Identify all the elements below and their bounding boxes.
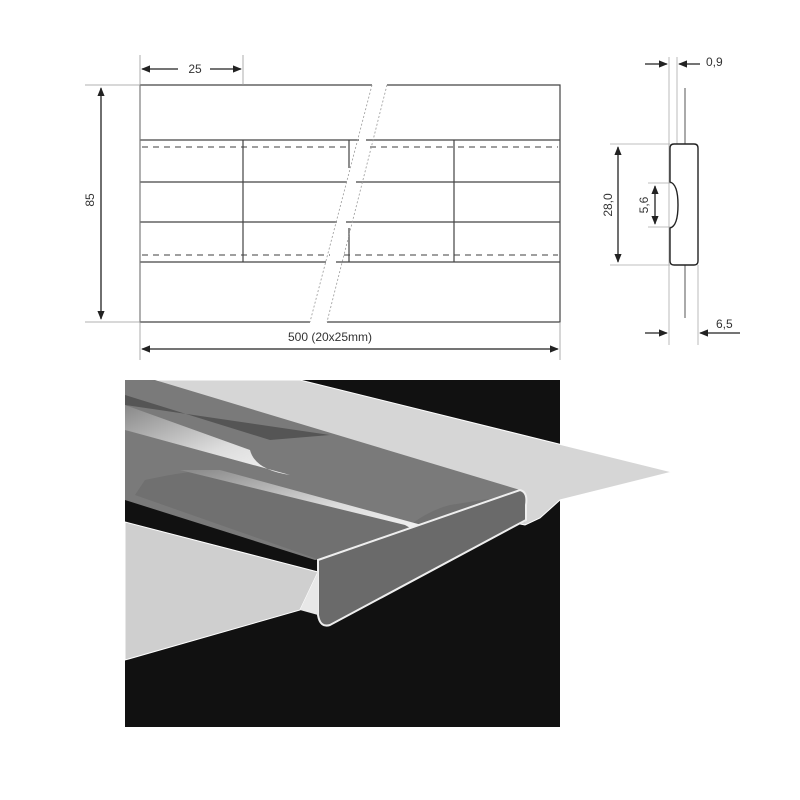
height-dimension: 85 xyxy=(83,193,97,207)
thickness-dimension: 0,9 xyxy=(706,55,723,69)
length-dimension: 500 (20x25mm) xyxy=(288,330,372,344)
profile-height-dimension: 28,0 xyxy=(601,193,615,217)
profile-3d-render xyxy=(124,379,673,727)
break-line xyxy=(309,84,388,323)
groove-dimension: 5,6 xyxy=(637,196,651,213)
side-view-profile xyxy=(610,57,740,345)
outline xyxy=(139,84,561,323)
front-view xyxy=(85,55,561,360)
width-dimension: 25 xyxy=(188,62,202,76)
depth-dimension: 6,5 xyxy=(716,317,733,331)
